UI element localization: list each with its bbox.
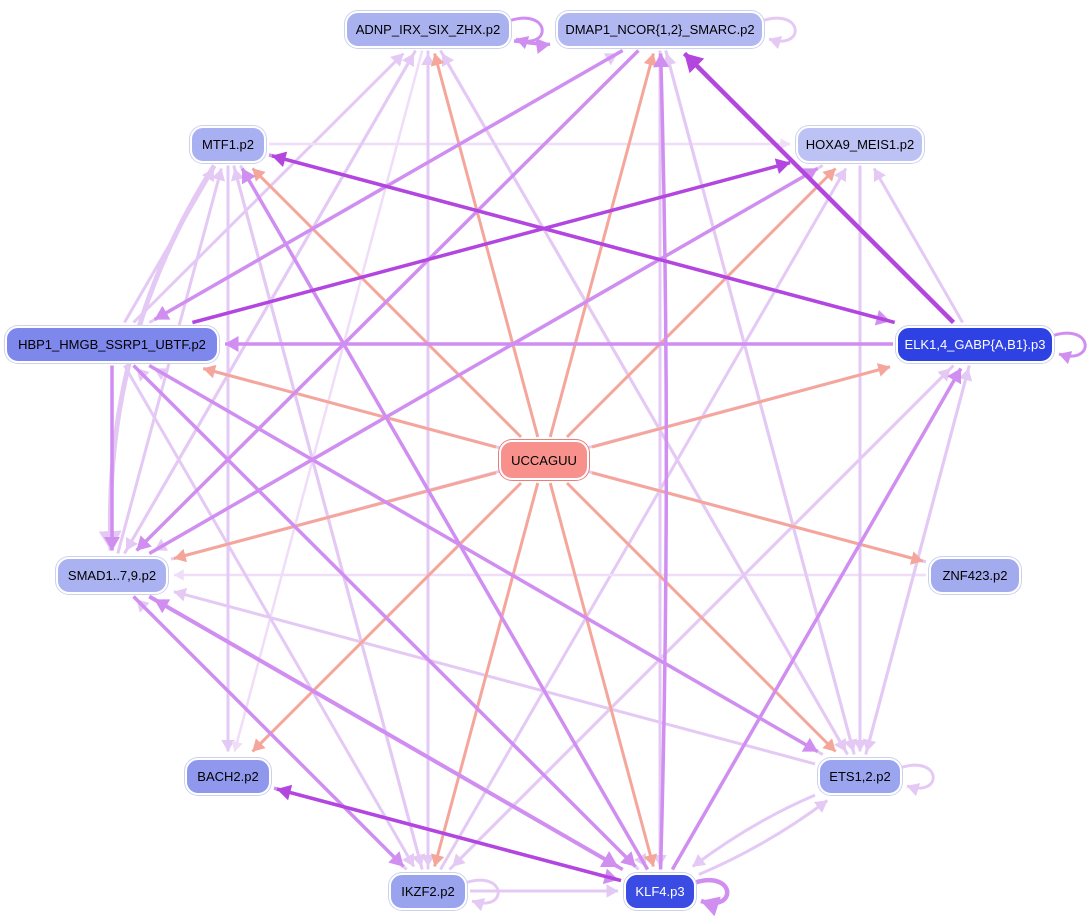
graph-node-dmap1[interactable]: DMAP1_NCOR{1,2}_SMARC.p2: [556, 10, 764, 48]
edge-dmap1-hbp1: [153, 48, 624, 322]
node-label: UCCAGUU: [511, 452, 577, 468]
node-label: BACH2.p2: [197, 768, 259, 784]
self-loop-dmap1: [761, 16, 797, 50]
edge-dmap1-smad: [135, 49, 640, 552]
graph-node-ets1[interactable]: ETS1,2.p2: [818, 757, 902, 795]
self-loop-klf4: [693, 878, 730, 917]
graph-node-mtf1[interactable]: MTF1.p2: [190, 125, 266, 163]
node-label: DMAP1_NCOR{1,2}_SMARC.p2: [565, 21, 755, 37]
edge-uccaguu-smad: [173, 471, 497, 563]
graph-node-uccaguu[interactable]: UCCAGUU: [499, 440, 589, 480]
edge-klf4-ets1: [698, 799, 829, 876]
edge-uccaguu-ets1: [565, 481, 837, 753]
edge-smad-ikzf2: [132, 595, 405, 868]
edge-elk1-mtf1: [271, 151, 896, 325]
self-loop-ets1: [899, 763, 935, 797]
edge-klf4-mtf1: [240, 167, 650, 871]
edge-mtf1-ikzf2: [232, 165, 426, 867]
node-label: ZNF423.p2: [942, 567, 1008, 583]
graph-node-znf423[interactable]: ZNF423.p2: [929, 556, 1021, 594]
node-label: HBP1_HMGB_SSRP1_UBTF.p2: [18, 336, 206, 352]
node-label: ADNP_IRX_SIX_ZHX.p2: [355, 21, 501, 37]
edge-smad-klf4: [148, 594, 619, 869]
edge-hbp1-klf4: [132, 364, 637, 868]
edge-hbp1-hoxa9: [191, 158, 791, 325]
node-label: ELK1,4_GABP{A,B1}.p3: [904, 336, 1046, 352]
edge-adnp-ets1: [439, 49, 848, 753]
self-loop-ikzf2: [464, 878, 500, 912]
edge-uccaguu-znf423: [591, 471, 924, 565]
graph-node-hbp1[interactable]: HBP1_HMGB_SSRP1_UBTF.p2: [5, 325, 219, 363]
edge-hbp1-ikzf2: [123, 364, 416, 868]
edge-smad-hoxa9: [148, 166, 819, 556]
edge-klf4-elk1: [670, 367, 963, 871]
graph-node-smad[interactable]: SMAD1..7,9.p2: [56, 556, 168, 594]
graph-node-adnp[interactable]: ADNP_IRX_SIX_ZHX.p2: [345, 10, 511, 48]
edge-elk1-hoxa9: [872, 167, 964, 324]
graph-node-ikzf2[interactable]: IKZF2.p2: [389, 872, 467, 910]
edge-uccaguu-hbp1: [202, 364, 497, 449]
edge-uccaguu-hoxa9: [565, 167, 837, 439]
edge-elk1-dmap1: [682, 51, 956, 325]
graph-node-bach2[interactable]: BACH2.p2: [185, 757, 271, 795]
edge-elk1-ikzf2: [451, 364, 955, 868]
edge-uccaguu-klf4: [548, 482, 658, 867]
node-label: HOXA9_MEIS1.p2: [805, 136, 915, 152]
node-label: KLF4.p3: [635, 883, 685, 899]
edge-uccaguu-ikzf2: [430, 482, 540, 867]
edge-klf4-dmap1: [653, 53, 670, 870]
edge-hbp1-adnp: [132, 52, 405, 324]
graph-node-hoxa9[interactable]: HOXA9_MEIS1.p2: [796, 125, 924, 163]
self-loop-adnp: [508, 16, 544, 50]
edge-klf4-bach2: [276, 784, 622, 883]
node-label: MTF1.p2: [201, 136, 254, 152]
node-label: IKZF2.p2: [401, 883, 455, 899]
edge-hbp1-ets1: [148, 363, 819, 754]
edge-ikzf2-hoxa9: [439, 167, 848, 871]
edge-ets1-klf4: [691, 793, 816, 868]
graph-node-klf4[interactable]: KLF4.p3: [624, 872, 696, 910]
edge-ets1-smad: [173, 588, 816, 766]
node-label: SMAD1..7,9.p2: [67, 567, 157, 583]
node-label: ETS1,2.p2: [829, 768, 891, 784]
graph-node-elk1[interactable]: ELK1,4_GABP{A,B1}.p3: [896, 325, 1054, 363]
edge-uccaguu-elk1: [591, 363, 891, 449]
self-loop-elk1: [1051, 331, 1087, 365]
